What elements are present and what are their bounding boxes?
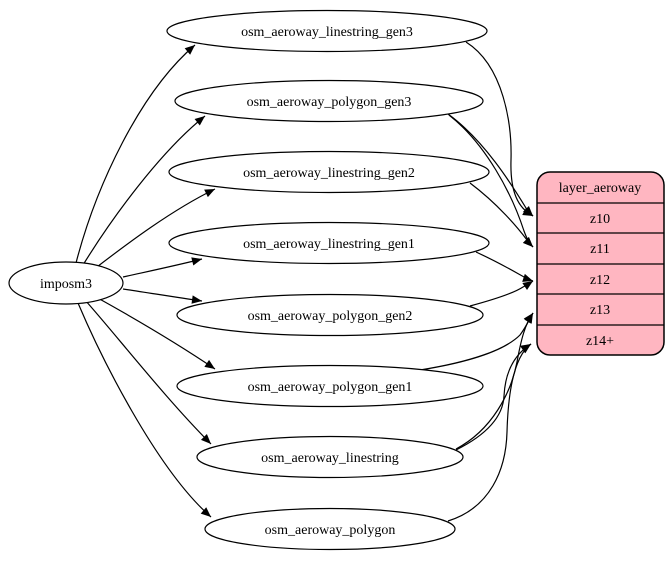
table-label: osm_aeroway_polygon <box>265 523 396 538</box>
edge-osm_aeroway_linestring_gen1-to-z12 <box>475 251 534 282</box>
node-imposm3: imposm3 <box>8 261 124 305</box>
node-osm_aeroway_linestring_gen2: osm_aeroway_linestring_gen2 <box>168 150 490 194</box>
table-ellipse <box>174 79 484 123</box>
imposm3-label: imposm3 <box>40 277 92 292</box>
edge-imposm3-to-osm_aeroway_polygon <box>77 302 212 518</box>
edge-imposm3-to-osm_aeroway_linestring <box>84 299 212 445</box>
edge-osm_aeroway_linestring-to-z14 <box>455 343 532 451</box>
edge-osm_aeroway_linestring_gen3-to-z10 <box>465 41 534 217</box>
node-osm_aeroway_polygon_gen1: osm_aeroway_polygon_gen1 <box>176 364 484 408</box>
edge-imposm3-to-osm_aeroway_linestring_gen3 <box>75 44 196 264</box>
table-ellipse <box>204 507 456 551</box>
table-label: osm_aeroway_linestring_gen3 <box>241 25 413 40</box>
table-label: osm_aeroway_linestring_gen1 <box>243 237 415 252</box>
node-osm_aeroway_linestring_gen3: osm_aeroway_linestring_gen3 <box>166 9 488 53</box>
edge-osm_aeroway_linestring_gen2-to-z11 <box>469 182 534 248</box>
record-layer_aeroway: layer_aeroway z10 z11 z12 z13 z14+ <box>536 171 665 356</box>
edge-imposm3-to-osm_aeroway_polygon_gen2 <box>122 288 203 304</box>
edge-imposm3-to-osm_aeroway_polygon_gen1 <box>95 296 216 370</box>
node-osm_aeroway_polygon_gen3: osm_aeroway_polygon_gen3 <box>174 79 484 123</box>
table-label: osm_aeroway_linestring <box>261 451 399 466</box>
record-row-z12: z12 <box>590 273 610 288</box>
edge-imposm3-to-osm_aeroway_polygon_gen3 <box>82 115 206 266</box>
edge-osm_aeroway_polygon_gen2-to-z12 <box>469 280 534 307</box>
node-osm_aeroway_linestring: osm_aeroway_linestring <box>196 435 464 479</box>
edge-imposm3-to-osm_aeroway_linestring_gen1 <box>122 257 203 278</box>
table-ellipse <box>196 435 464 479</box>
node-osm_aeroway_linestring_gen1: osm_aeroway_linestring_gen1 <box>168 221 490 265</box>
imposm3-ellipse <box>8 261 124 305</box>
edges-from-source <box>75 44 216 518</box>
table-ellipse <box>166 9 488 53</box>
record-row-z10: z10 <box>590 212 610 227</box>
edge-osm_aeroway_polygon_gen3-to-z10 <box>447 113 534 217</box>
table-ellipse <box>176 364 484 408</box>
table-ellipse <box>168 221 490 265</box>
record-row-z14: z14+ <box>586 334 614 349</box>
record-row-z13: z13 <box>590 303 610 318</box>
node-osm_aeroway_polygon_gen2: osm_aeroway_polygon_gen2 <box>176 293 484 337</box>
table-label: osm_aeroway_polygon_gen3 <box>247 95 412 110</box>
edge-imposm3-to-osm_aeroway_linestring_gen2 <box>92 188 216 271</box>
edges-to-layer <box>419 41 534 522</box>
table-ellipse <box>168 150 490 194</box>
record-row-z11: z11 <box>590 242 610 257</box>
table-ellipse <box>176 293 484 337</box>
node-osm_aeroway_polygon: osm_aeroway_polygon <box>204 507 456 551</box>
edge-osm_aeroway_polygon-to-z14 <box>447 343 532 522</box>
table-label: osm_aeroway_polygon_gen1 <box>248 380 413 395</box>
table-label: osm_aeroway_polygon_gen2 <box>248 309 413 324</box>
record-title: layer_aeroway <box>559 181 641 196</box>
table-label: osm_aeroway_linestring_gen2 <box>243 166 415 181</box>
